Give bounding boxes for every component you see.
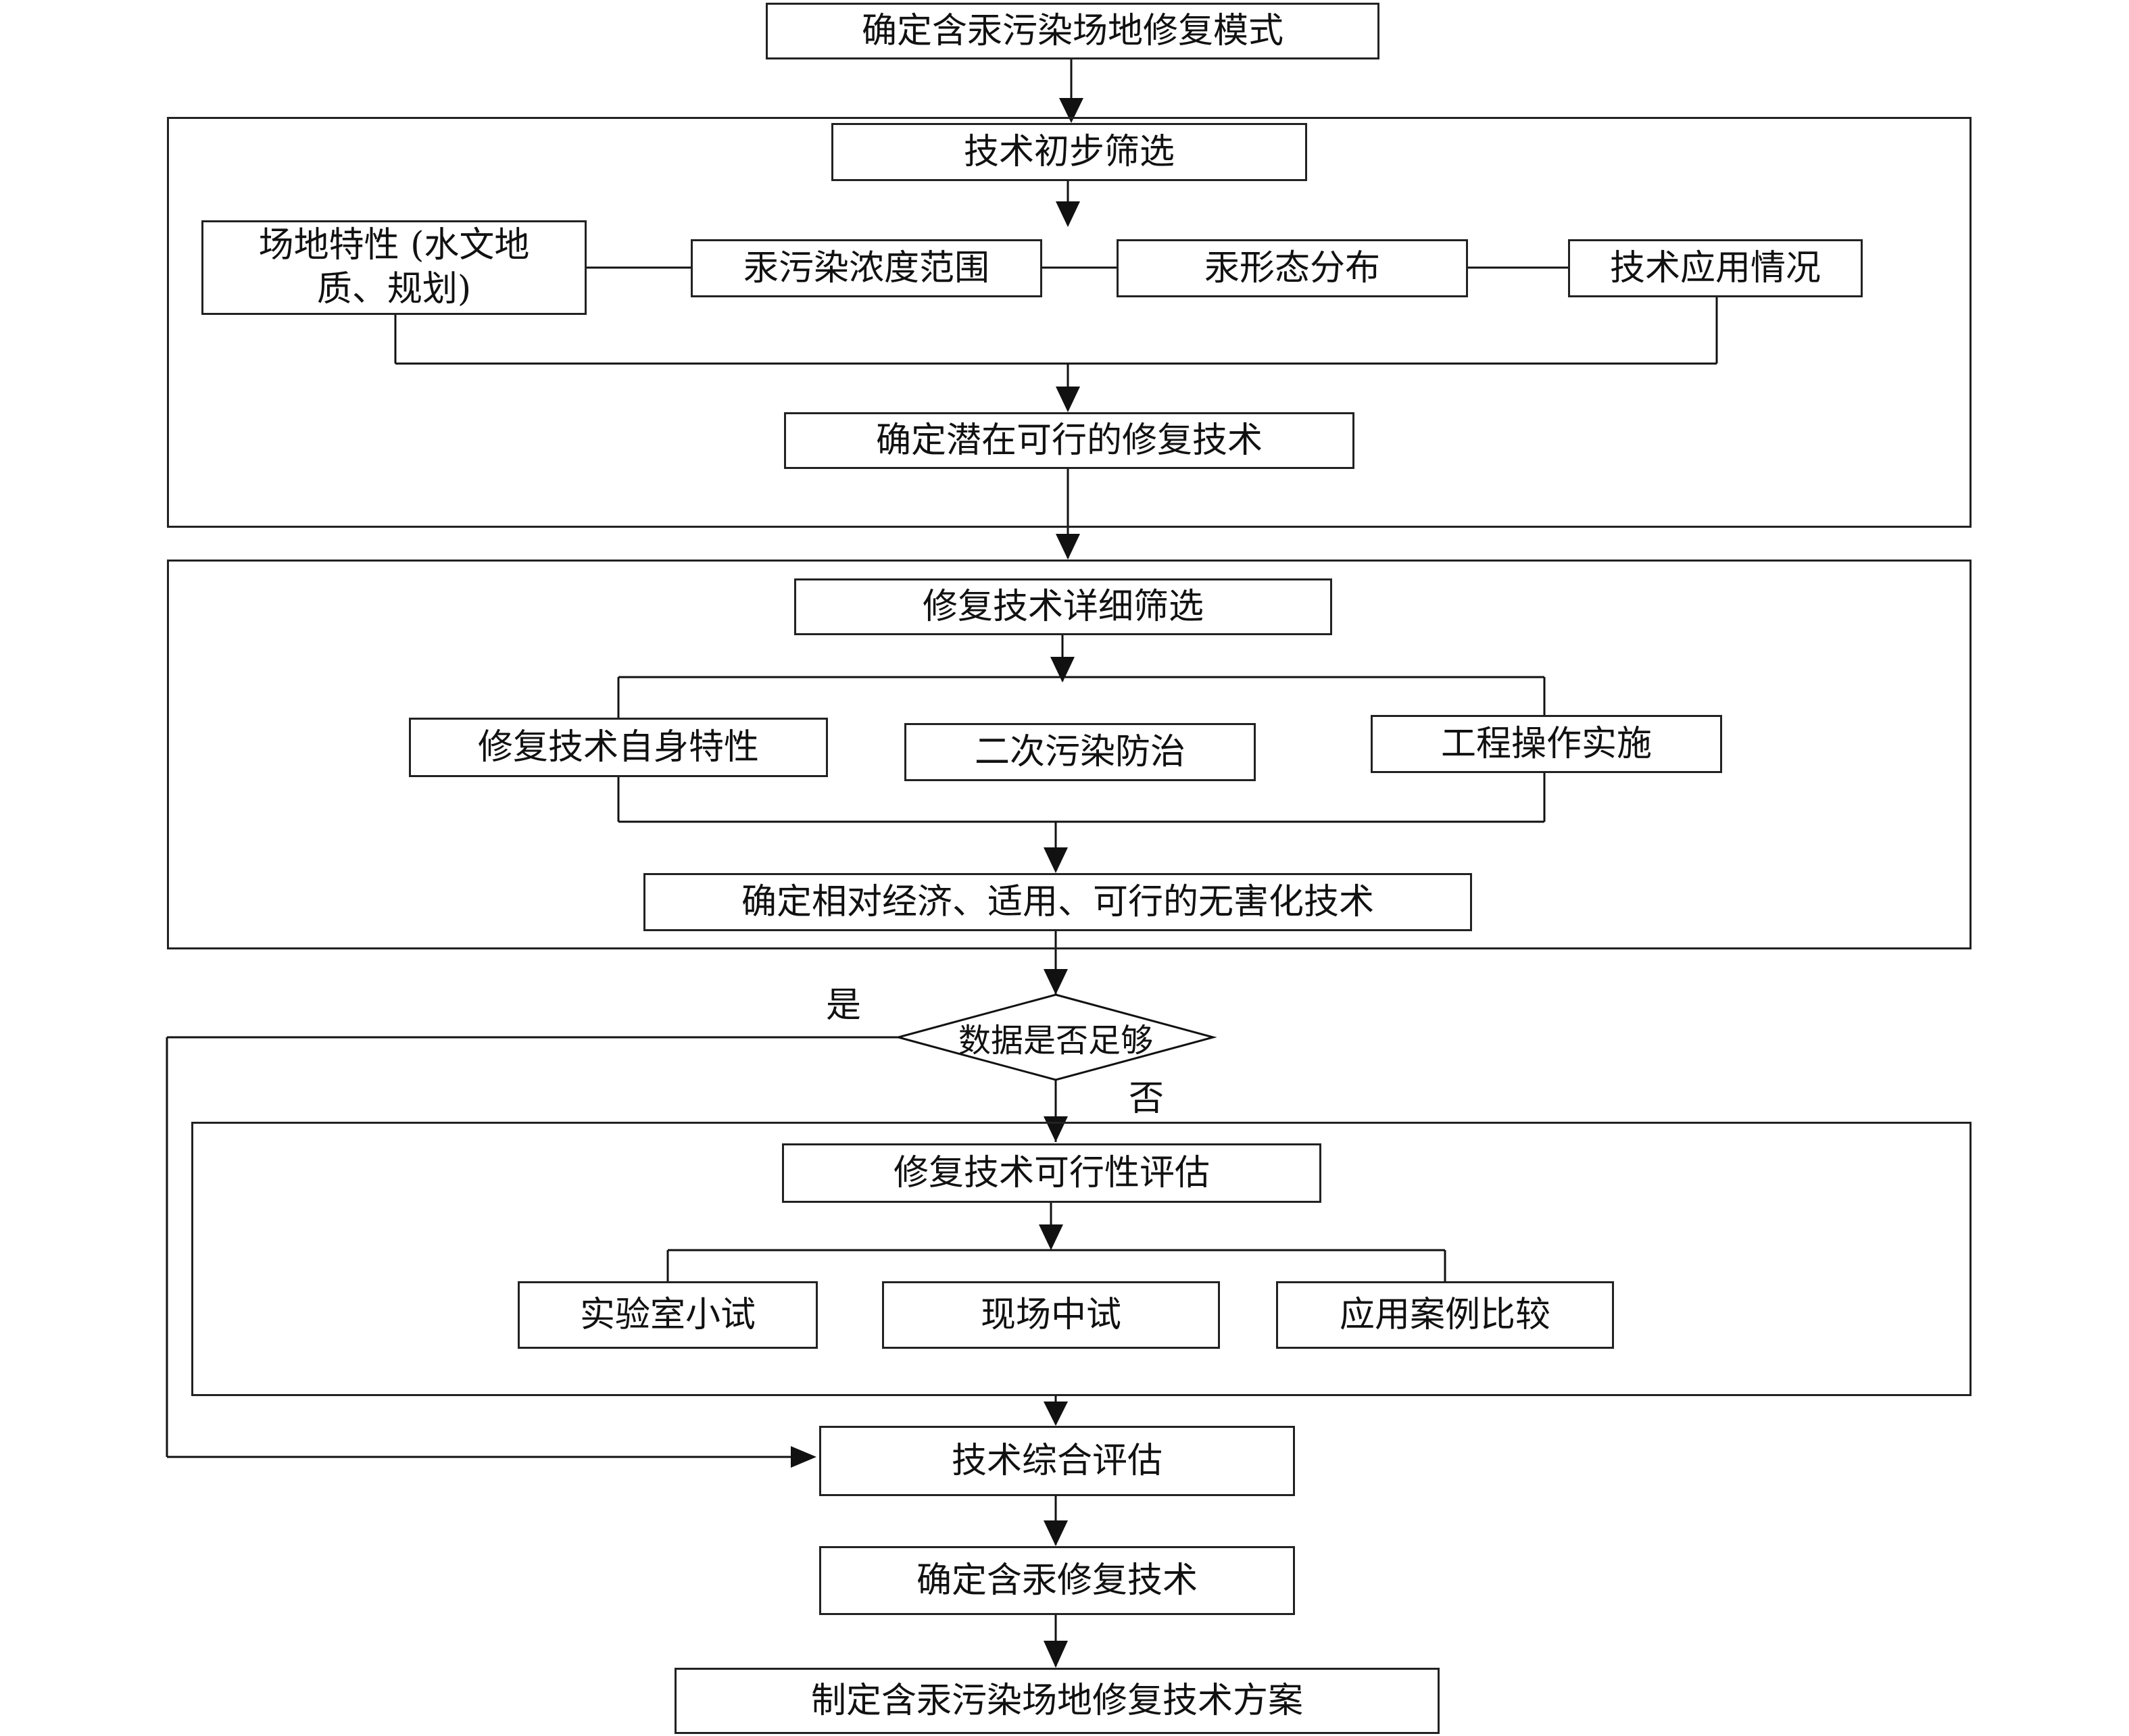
mercury-concentration-box: 汞污染浓度范围 xyxy=(691,239,1042,297)
lab-test-text: 实验室小试 xyxy=(579,1294,756,1335)
arrowhead-3 xyxy=(1056,387,1080,412)
detailed-screening-box: 修复技术详细筛选 xyxy=(794,578,1332,635)
arrowhead-6 xyxy=(1044,847,1068,873)
data-sufficient-text: 数据是否足够 xyxy=(958,1022,1153,1060)
feasibility-assessment-text: 修复技术可行性评估 xyxy=(893,1152,1210,1193)
preliminary-screening-box: 技术初步筛选 xyxy=(831,123,1307,181)
arrowhead-4 xyxy=(1056,534,1080,560)
detailed-screening-text: 修复技术详细筛选 xyxy=(922,586,1204,627)
field-pilot-text: 现场中试 xyxy=(980,1294,1121,1335)
potential-technologies-text: 确定潜在可行的修复技术 xyxy=(875,420,1263,461)
preliminary-screening-text: 技术初步筛选 xyxy=(963,131,1175,172)
arrowhead-1 xyxy=(1059,98,1083,123)
detailed-screening-frame xyxy=(167,560,1972,949)
determine-technology-text: 确定含汞修复技术 xyxy=(916,1560,1198,1601)
arrowhead-7 xyxy=(1044,969,1068,995)
engineering-implementation-box: 工程操作实施 xyxy=(1371,715,1722,773)
engineering-implementation-text: 工程操作实施 xyxy=(1440,723,1652,764)
formulate-plan-text: 制定含汞污染场地修复技术方案 xyxy=(810,1680,1303,1721)
arrowhead-yes xyxy=(791,1446,816,1468)
secondary-pollution-box: 二次污染防治 xyxy=(904,723,1256,781)
lab-test-box: 实验室小试 xyxy=(518,1281,818,1349)
mercury-concentration-text: 汞污染浓度范围 xyxy=(743,247,989,289)
secondary-pollution-text: 二次污染防治 xyxy=(974,731,1185,772)
arrowhead-2 xyxy=(1056,201,1080,227)
preliminary-screening-frame xyxy=(167,117,1972,528)
comprehensive-assessment-text: 技术综合评估 xyxy=(951,1440,1163,1481)
arrowhead-8 xyxy=(1039,1224,1063,1250)
arrowhead-5 xyxy=(1050,657,1075,683)
comprehensive-assessment-box: 技术综合评估 xyxy=(819,1426,1295,1496)
site-characteristics-text: 场地特性 (水文地质、规划) xyxy=(258,225,530,309)
start-text: 确定含汞污染场地修复模式 xyxy=(861,10,1283,51)
technology-application-text: 技术应用情况 xyxy=(1609,247,1821,289)
case-comparison-box: 应用案例比较 xyxy=(1276,1281,1614,1349)
technology-properties-box: 修复技术自身特性 xyxy=(409,718,828,777)
mercury-speciation-box: 汞形态分布 xyxy=(1117,239,1468,297)
potential-technologies-box: 确定潜在可行的修复技术 xyxy=(784,412,1354,469)
arrowhead-11 xyxy=(1044,1641,1068,1668)
feasibility-assessment-frame xyxy=(191,1122,1972,1396)
case-comparison-text: 应用案例比较 xyxy=(1339,1294,1550,1335)
feasibility-assessment-box: 修复技术可行性评估 xyxy=(782,1143,1321,1203)
field-pilot-box: 现场中试 xyxy=(882,1281,1220,1349)
economic-technologies-box: 确定相对经济、适用、可行的无害化技术 xyxy=(643,873,1472,931)
no-label: 否 xyxy=(1129,1078,1165,1119)
arrowhead-9 xyxy=(1044,1402,1068,1426)
determine-technology-box: 确定含汞修复技术 xyxy=(819,1546,1295,1615)
arrowhead-10 xyxy=(1044,1520,1068,1546)
economic-technologies-text: 确定相对经济、适用、可行的无害化技术 xyxy=(741,881,1374,922)
formulate-plan-box: 制定含汞污染场地修复技术方案 xyxy=(675,1668,1440,1734)
yes-label: 是 xyxy=(826,985,862,1026)
site-characteristics-box: 场地特性 (水文地质、规划) xyxy=(201,220,587,315)
technology-properties-text: 修复技术自身特性 xyxy=(477,726,759,768)
start-box: 确定含汞污染场地修复模式 xyxy=(766,3,1379,59)
mercury-speciation-text: 汞形态分布 xyxy=(1204,247,1380,289)
technology-application-box: 技术应用情况 xyxy=(1568,239,1863,297)
